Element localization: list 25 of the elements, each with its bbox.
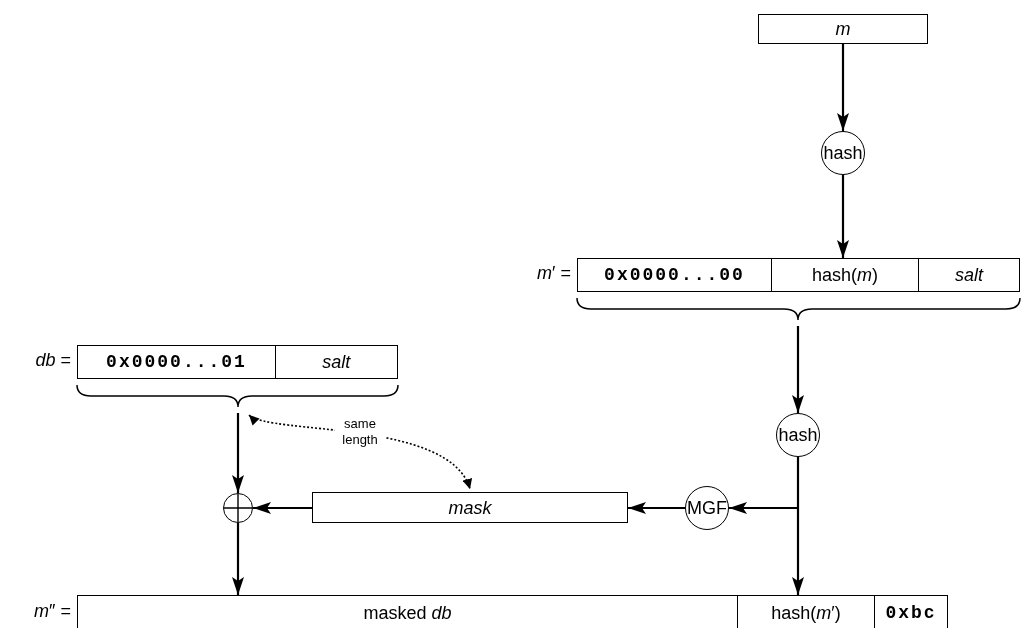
arrow — [232, 523, 244, 595]
field-cell: hash(m) — [770, 258, 920, 292]
arrow — [253, 502, 312, 514]
field-cell: salt — [918, 258, 1020, 292]
field-cell: 0x0000...01 — [77, 345, 276, 379]
arrow — [232, 413, 244, 493]
mgf-circle: MGF — [685, 486, 729, 530]
mask-box: mask — [312, 492, 628, 523]
field-cell: 0x0000...00 — [577, 258, 772, 292]
variable-label: m′ = — [537, 263, 571, 285]
arrow — [837, 175, 849, 258]
arrow — [628, 502, 685, 514]
variable-label: m″ = — [34, 601, 71, 623]
arrow — [729, 502, 798, 514]
field-cell: salt — [274, 345, 398, 379]
message-box: m — [758, 14, 928, 44]
arrow — [792, 326, 804, 413]
xor-symbol — [223, 493, 253, 523]
field-cell: 0xbc — [874, 595, 948, 628]
field-cell: masked db — [77, 595, 738, 628]
variable-label: db = — [35, 350, 71, 372]
hash-circle: hash — [776, 413, 820, 457]
hash-circle: hash — [821, 131, 865, 175]
arrow — [837, 44, 849, 131]
arrow — [792, 457, 804, 595]
